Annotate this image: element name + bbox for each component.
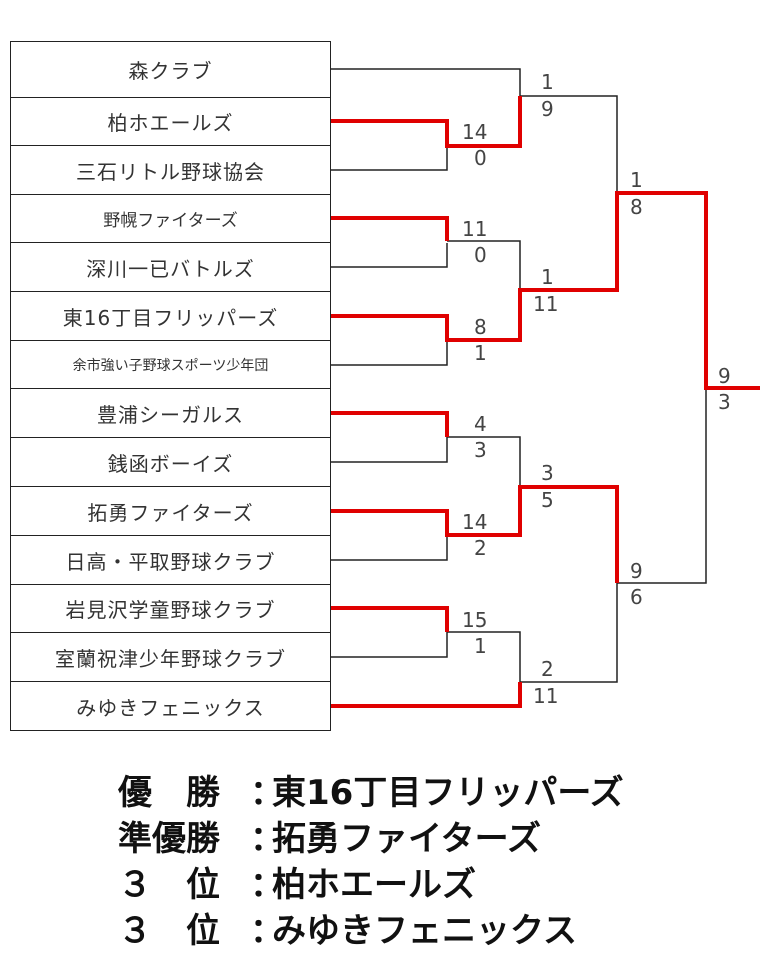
result-runner-up: 準優勝 ：拓勇ファイターズ xyxy=(118,811,758,859)
bracket-line-hidaka xyxy=(331,535,448,561)
team-box-yoichi: 余市強い子野球スポーツ少年団 xyxy=(10,340,331,389)
team-name: 東16丁目フリッパーズ xyxy=(62,305,279,330)
bracket-lines xyxy=(331,68,760,708)
result-third-1: ３ 位 ：柏ホエールズ xyxy=(118,857,758,905)
bracket-line-iwamizawa-r2 xyxy=(447,631,521,682)
result-team: 拓勇ファイターズ xyxy=(272,819,541,859)
score-r2-miyuki: 11 xyxy=(533,684,559,708)
score-sf-miyuki: 6 xyxy=(630,585,643,609)
bracket-line-nopporo xyxy=(331,216,449,241)
score-r1-zenibako: 3 xyxy=(474,438,487,462)
team-name: 室蘭祝津少年野球クラブ xyxy=(55,646,286,671)
team-name: 拓勇ファイターズ xyxy=(87,500,254,525)
bracket-line-mitsuishi xyxy=(331,146,448,171)
team-name: 野幌ファイターズ xyxy=(103,211,238,231)
score-r2-toyoura: 3 xyxy=(541,461,554,485)
team-box-takuyu: 拓勇ファイターズ xyxy=(10,486,331,536)
results-list: 優 勝：東16丁目フリッパーズ 準優勝：拓勇ファイターズ ３ 位：柏ホエールズ … xyxy=(118,765,758,951)
score-r1-takuyu: 14 xyxy=(462,510,488,534)
team-name: 深川一已バトルズ xyxy=(86,256,255,281)
bracket-line-zenibako xyxy=(331,437,448,463)
score-r1-muroran: 1 xyxy=(474,634,487,658)
bracket-line-yoichi xyxy=(331,340,448,366)
team-name: 岩見沢学童野球クラブ xyxy=(65,598,276,622)
result-label: 準優勝 xyxy=(118,819,220,859)
bracket-line-kashiwa-sf xyxy=(520,95,618,193)
bracket-line-toyoura-r2 xyxy=(447,436,521,487)
team-box-kashiwa: 柏ホエールズ xyxy=(10,97,331,146)
result-label: ３ 位 xyxy=(118,911,220,951)
result-colon: ： xyxy=(250,819,284,859)
score-r2-higashi16: 11 xyxy=(533,292,559,316)
team-box-mitsuishi: 三石リトル野球協会 xyxy=(10,145,331,195)
result-colon: ： xyxy=(250,865,284,905)
score-sf-kashiwa: 1 xyxy=(630,168,643,192)
team-name: 豊浦シーガルス xyxy=(97,402,244,427)
score-r1-fukagawa: 0 xyxy=(474,243,487,267)
result-third-2: ３ 位 ：みゆきフェニックス xyxy=(118,903,758,951)
score-r1-nopporo: 11 xyxy=(462,217,488,241)
score-r1-toyoura: 4 xyxy=(474,412,487,436)
score-r2-iwamizawa: 2 xyxy=(541,657,554,681)
score-sf-higashi16: 8 xyxy=(630,195,643,219)
bracket-line-fukagawa xyxy=(331,243,448,268)
score-r2-mori: 1 xyxy=(541,70,554,94)
score-r1-yoichi: 1 xyxy=(474,341,487,365)
score-r2-kashiwa: 9 xyxy=(541,97,554,121)
score-r1-kashiwa: 14 xyxy=(462,120,488,144)
bracket-line-toyoura xyxy=(331,411,449,437)
team-name: 三石リトル野球協会 xyxy=(76,159,265,184)
result-team: みゆきフェニックス xyxy=(272,911,577,951)
score-r2-takuyu: 5 xyxy=(541,488,554,512)
result-champion: 優 勝 ：東16丁目フリッパーズ xyxy=(118,765,758,813)
bracket-line-takuyu-final xyxy=(617,388,707,584)
team-name: 森クラブ xyxy=(128,59,213,83)
score-r1-higashi16: 8 xyxy=(474,315,487,339)
result-label: 優 勝 xyxy=(118,773,220,813)
result-team: 柏ホエールズ xyxy=(272,865,476,905)
team-box-iwamizawa: 岩見沢学童野球クラブ xyxy=(10,584,331,633)
bracket-line-mori xyxy=(331,68,521,96)
bracket-line-muroran xyxy=(331,632,448,658)
bracket-line-nopporo-r2 xyxy=(447,240,521,290)
score-r1-mitsuishi: 0 xyxy=(474,146,487,170)
bracket-line-miyuki-sf xyxy=(520,583,618,683)
bracket-line-kashiwa xyxy=(331,96,522,148)
score-sf-takuyu: 9 xyxy=(630,559,643,583)
bracket-line-higashi16 xyxy=(331,191,760,390)
bracket-line-iwamizawa xyxy=(331,606,449,632)
tournament-bracket: 森クラブ 柏ホエールズ 三石リトル野球協会 野幌ファイターズ 深川一已バトルズ … xyxy=(10,41,760,731)
team-box-muroran: 室蘭祝津少年野球クラブ xyxy=(10,632,331,682)
score-final-higashi16: 9 xyxy=(718,364,731,388)
team-box-mori: 森クラブ xyxy=(10,41,331,98)
score-r2-nopporo: 1 xyxy=(541,265,554,289)
result-colon: ： xyxy=(250,911,284,951)
team-name: 柏ホエールズ xyxy=(107,111,234,135)
score-final-takuyu: 3 xyxy=(718,390,731,414)
team-name: みゆきフェニックス xyxy=(76,695,265,720)
result-team: 東16丁目フリッパーズ xyxy=(272,773,624,813)
team-name: 日高・平取野球クラブ xyxy=(65,549,276,574)
team-box-fukagawa: 深川一已バトルズ xyxy=(10,242,331,292)
bracket-line-miyuki xyxy=(331,682,522,708)
score-r1-hidaka: 2 xyxy=(474,536,487,560)
team-name: 余市強い子野球スポーツ少年団 xyxy=(72,357,269,374)
result-label: ３ 位 xyxy=(118,865,220,905)
team-box-toyoura: 豊浦シーガルス xyxy=(10,388,331,438)
team-box-nopporo: 野幌ファイターズ xyxy=(10,194,331,243)
result-colon: ： xyxy=(250,773,284,813)
team-name: 銭函ボーイズ xyxy=(107,451,234,476)
bracket-line-takuyu xyxy=(331,485,619,583)
team-box-zenibako: 銭函ボーイズ xyxy=(10,437,331,487)
score-r1-iwamizawa: 15 xyxy=(462,608,488,632)
team-box-higashi16: 東16丁目フリッパーズ xyxy=(10,291,331,341)
team-box-hidaka: 日高・平取野球クラブ xyxy=(10,535,331,585)
team-box-miyuki: みゆきフェニックス xyxy=(10,681,331,731)
